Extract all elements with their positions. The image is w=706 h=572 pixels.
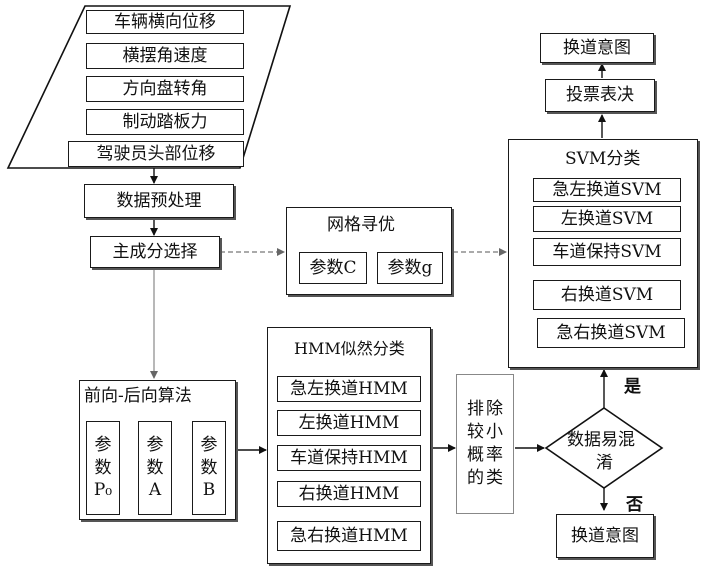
hmm-classifier-box: HMM似然分类 急左换道HMM 左换道HMM 车道保持HMM 右换道HMM 急右… <box>267 327 431 564</box>
param-a-char3: A <box>149 479 161 502</box>
svm-item-right: 右换道SVM <box>533 280 681 310</box>
svm-item-sharp-right: 急右换道SVM <box>537 318 685 348</box>
param-g-box: 参数g <box>377 252 443 284</box>
hmm-item-sharp-right: 急右换道HMM <box>277 521 421 551</box>
input-head-displacement: 驾驶员头部位移 <box>68 141 244 167</box>
intent-top-box: 换道意图 <box>540 33 654 63</box>
param-a-char2: 数 <box>147 457 164 480</box>
exclude-box: 排 除 较 小 概 率 的 类 <box>456 374 514 514</box>
intent-bottom-box: 换道意图 <box>556 514 654 558</box>
hmm-item-right: 右换道HMM <box>277 481 421 507</box>
exclude-char-7: 的 <box>467 468 484 489</box>
exclude-char-2: 除 <box>486 399 503 420</box>
preprocess-box: 数据预处理 <box>84 184 234 218</box>
param-c-box: 参数C <box>299 252 367 284</box>
param-b-char2: 数 <box>201 457 218 480</box>
exclude-char-5: 概 <box>467 445 484 466</box>
grid-search-title: 网格寻优 <box>327 216 395 235</box>
decision-text-line1: 数据易混 <box>567 425 635 450</box>
svm-item-left: 左换道SVM <box>533 206 681 232</box>
hmm-item-keep: 车道保持HMM <box>277 445 421 471</box>
exclude-char-8: 类 <box>486 468 503 489</box>
exclude-char-3: 较 <box>467 422 484 443</box>
svm-title: SVM分类 <box>565 150 640 169</box>
input-steering-angle: 方向盘转角 <box>86 76 244 102</box>
input-yaw-rate: 横摆角速度 <box>86 43 244 69</box>
param-p0-box: 参 数 P₀ <box>86 421 120 515</box>
svm-item-sharp-left: 急左换道SVM <box>533 178 681 202</box>
pca-box: 主成分选择 <box>90 236 220 268</box>
svm-item-keep: 车道保持SVM <box>533 238 681 266</box>
exclude-char-1: 排 <box>467 399 484 420</box>
exclude-char-6: 率 <box>486 445 503 466</box>
decision-no-label: 否 <box>626 490 643 515</box>
param-b-char1: 参 <box>201 434 218 457</box>
param-p0-char3: P₀ <box>94 479 112 502</box>
param-b-box: 参 数 B <box>192 421 226 515</box>
hmm-item-left: 左换道HMM <box>277 410 421 436</box>
input-lateral-displacement: 车辆横向位移 <box>86 10 244 34</box>
param-a-box: 参 数 A <box>138 421 172 515</box>
param-p0-char2: 数 <box>95 457 112 480</box>
vote-box: 投票表决 <box>545 79 655 112</box>
hmm-item-sharp-left: 急左换道HMM <box>277 376 421 402</box>
input-brake-force: 制动踏板力 <box>86 109 244 135</box>
decision-text-line2: 淆 <box>596 448 613 473</box>
forward-backward-box: 前向-后向算法 参 数 P₀ 参 数 A 参 数 B <box>79 380 236 520</box>
decision-yes-label: 是 <box>624 372 641 397</box>
param-a-char1: 参 <box>147 434 164 457</box>
fb-title: 前向-后向算法 <box>84 387 192 406</box>
svm-classifier-box: SVM分类 急左换道SVM 左换道SVM 车道保持SVM 右换道SVM 急右换道… <box>508 139 698 368</box>
grid-search-box: 网格寻优 参数C 参数g <box>286 207 452 295</box>
param-b-char3: B <box>203 479 216 502</box>
hmm-title: HMM似然分类 <box>294 340 405 358</box>
exclude-char-4: 小 <box>486 422 503 443</box>
param-p0-char1: 参 <box>95 434 112 457</box>
